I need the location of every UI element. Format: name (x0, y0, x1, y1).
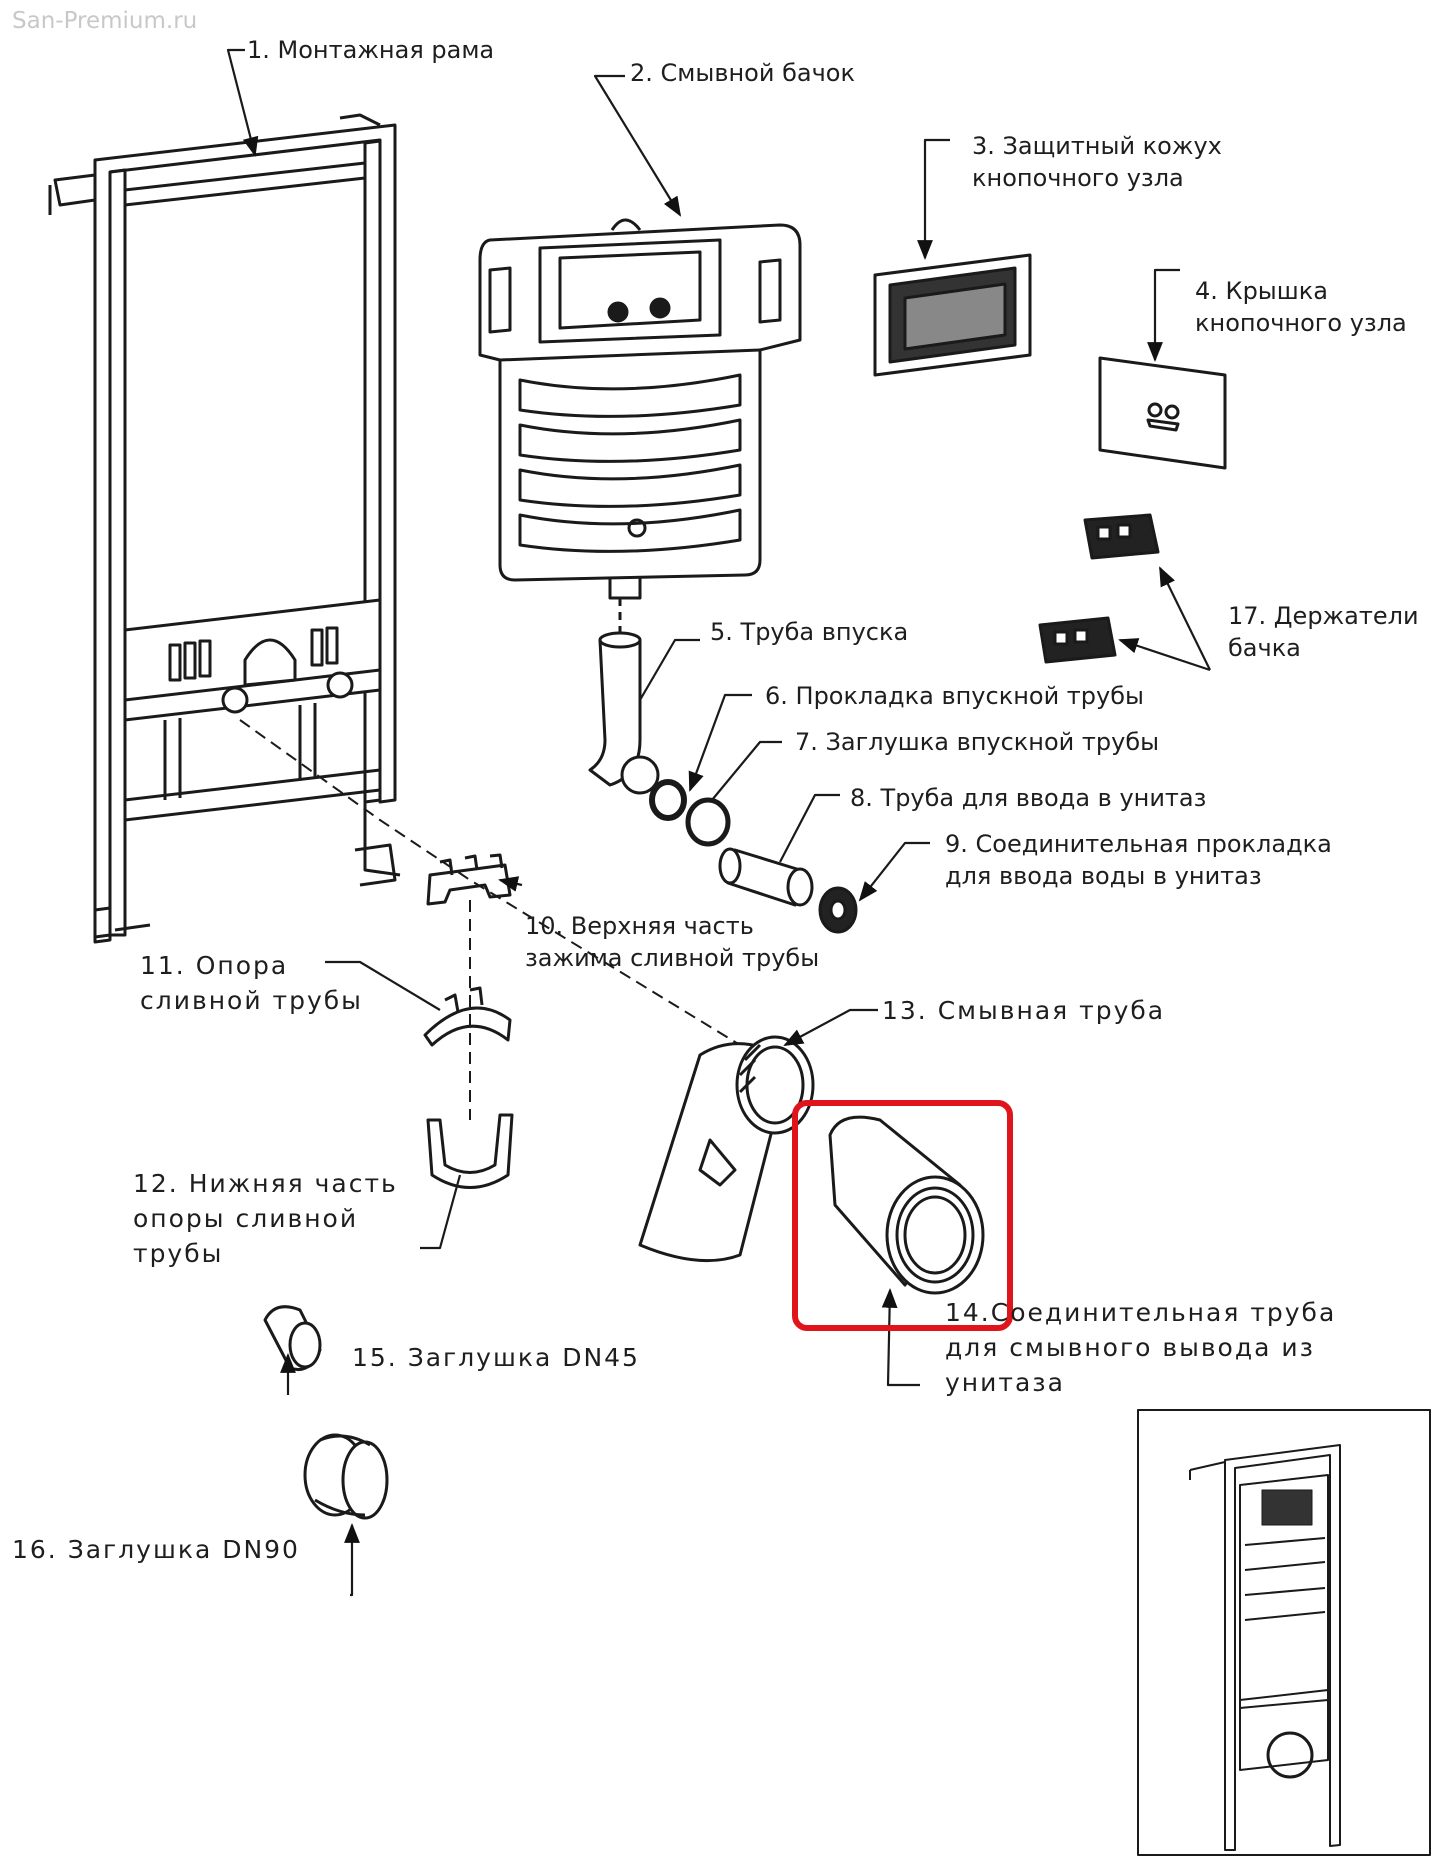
button-housing (873, 253, 1032, 377)
label-inlet-plug: 7. Заглушка впускной трубы (795, 728, 1160, 756)
label-mounting-frame: 1. Монтажная рама (247, 36, 495, 64)
flush-pipe (638, 1035, 815, 1263)
label-flush-pipe: 13. Смывная труба (882, 996, 1166, 1025)
plug-dn90 (303, 1433, 389, 1520)
drain-support (423, 986, 512, 1047)
connection-pipe (828, 1115, 985, 1295)
clamp-top (426, 853, 512, 906)
plug-dn45 (263, 1305, 322, 1371)
connection-gasket (818, 886, 858, 934)
inset-assembled-view (1137, 1409, 1431, 1856)
support-bottom (426, 1113, 514, 1189)
button-cover (1098, 356, 1227, 470)
cistern (478, 218, 802, 600)
inlet-pipe (588, 598, 660, 795)
cistern-holders (1038, 513, 1160, 664)
label-toilet-inlet-pipe: 8. Труба для ввода в унитаз (850, 784, 1207, 812)
label-plug-dn45: 15. Заглушка DN45 (352, 1343, 640, 1372)
label-plug-dn90: 16. Заглушка DN90 (12, 1535, 300, 1564)
label-cistern: 2. Смывной бачок (630, 59, 855, 87)
watermark: San-Premium.ru (12, 8, 198, 34)
toilet-inlet-pipe (718, 847, 814, 907)
leader-lines (226, 48, 1211, 1597)
mounting-frame (48, 113, 401, 944)
inlet-gasket (649, 779, 731, 847)
label-inlet-gasket: 6. Прокладка впускной трубы (765, 682, 1144, 710)
highlight-box (792, 1100, 1013, 1331)
label-inlet-pipe: 5. Труба впуска (710, 618, 909, 646)
